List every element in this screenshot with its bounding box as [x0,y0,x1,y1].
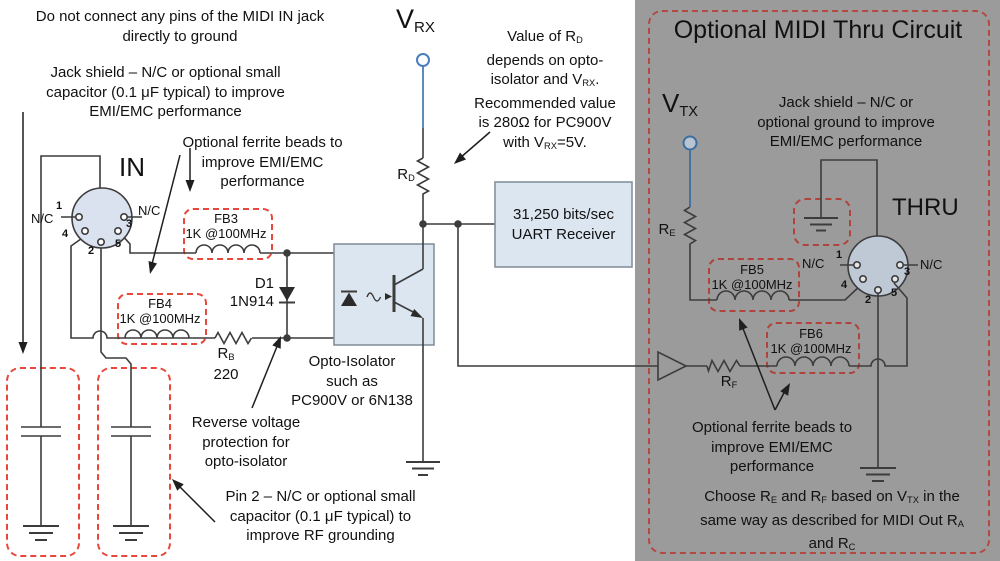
opto-isolator-box [333,243,435,346]
shield-capacitor-icon [21,426,61,541]
ferrite-bead-fb5-box [708,258,800,312]
ground-icon [860,467,896,482]
in-pin-5-label: 5 [115,238,122,250]
re-label: RE [658,221,676,239]
d1-label: D1 1N914 [229,275,274,310]
resistor-re [682,206,698,246]
junction-dots [283,220,462,342]
ferrite-bead-fb4-box [117,293,207,345]
vtx-label: VTX [662,88,698,121]
vrx-terminal-icon [416,53,430,128]
thru-shield-ground-box [793,198,851,246]
annotation-arrows [18,112,790,523]
ferrite-bead-fb6-box [766,322,860,374]
uart-receiver-label: 31,250 bits/sec UART Receiver [511,206,616,243]
light-wave-icon [366,292,382,302]
vtx-terminal-icon [682,135,698,207]
optional-thru-panel-border [648,10,990,554]
diode-d1-icon [279,253,295,338]
ground-icon [804,217,838,232]
in-pin-1-nc: N/C [31,211,54,226]
shield-capacitor-box [6,367,80,557]
note-ferrite-in: Optional ferrite beads to improve EMI/EM… [182,134,343,190]
ferrite-bead-fb3-box [183,208,273,260]
ground-icon [113,525,149,541]
in-jack-shield [40,155,101,427]
thru-jack-label: THRU [892,194,959,221]
ground-icon [406,461,440,476]
tap-to-thru-wire [457,224,658,367]
fb4-coil-icon [124,329,190,339]
note-no-ground: Do not connect any pins of the MIDI IN j… [35,8,325,45]
note-jack-shield-thru: Jack shield – N/C or optional ground to … [757,94,935,150]
ground-icon [23,525,59,541]
rd-label: RD [397,166,415,184]
in-pin-3-label: 3 [126,218,133,230]
buffer-icon [657,350,688,382]
thru-jack-shield [804,159,878,237]
fb3-coil-icon [195,244,261,254]
phototransistor-icon [392,268,424,318]
resistor-rb [214,330,253,346]
note-pin2: Pin 2 – N/C or optional small capacitor … [225,488,416,544]
thru-panel-title: Optional MIDI Thru Circuit [673,16,963,44]
vrx-label: VRX [396,4,436,37]
in-pin-2-label: 2 [88,245,95,257]
optional-thru-panel [635,0,1000,561]
thru-din-connector [840,235,918,297]
in-pin-1-label: 1 [56,200,63,212]
pin2-capacitor-box [97,367,171,557]
thru-pin-2-label: 2 [865,294,872,306]
pin2-capacitor-icon [100,245,151,541]
opto-led-icon [341,292,357,306]
note-ferrite-thru: Optional ferrite beads to improve EMI/EM… [691,419,853,475]
resistor-rd [415,157,431,196]
fb6-coil-icon [776,356,850,367]
thru-pin-3-label: 3 [904,266,911,278]
note-reverse-protection: Reverse voltage protection for opto-isol… [191,414,301,470]
in-pin-3-nc: N/C [138,203,161,218]
thru-pin-4-label: 4 [841,279,848,291]
in-pin-4-label: 4 [62,228,69,240]
in-din-connector [61,187,142,249]
fb5-coil-icon [716,290,790,301]
thru-pin-1-nc: N/C [802,256,825,271]
note-jack-shield-in: Jack shield – N/C or optional small capa… [46,64,285,120]
thru-pin-3-nc: N/C [920,257,943,272]
uart-receiver-box [494,181,633,268]
note-opto: Opto-Isolator such as PC900V or 6N138 [291,353,413,409]
thru-pin-1-label: 1 [836,249,843,261]
in-jack-label: IN [119,152,145,182]
resistor-rf [706,358,741,374]
thru-pin-5-label: 5 [891,287,898,299]
rf-label: RF [720,373,738,391]
